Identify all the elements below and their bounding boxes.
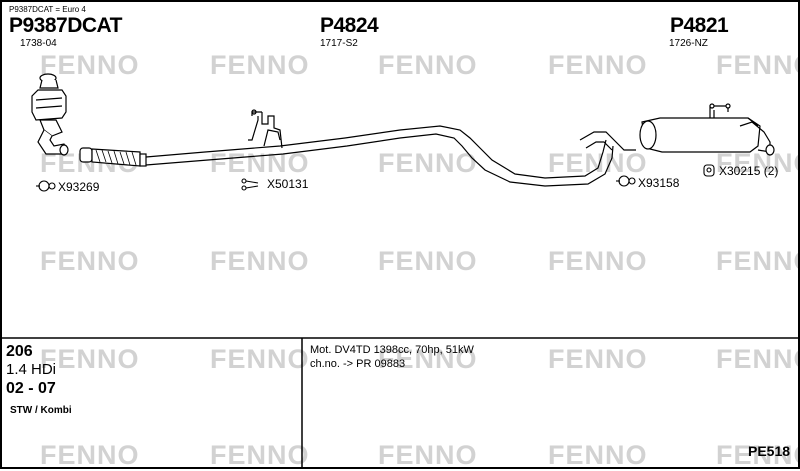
watermark-text: FENNO <box>210 50 310 80</box>
watermark-text: FENNO <box>378 344 478 374</box>
clamp-icon-3 <box>616 175 636 187</box>
part-number-2[interactable]: P4824 <box>320 14 379 37</box>
watermark-text: FENNO <box>548 50 648 80</box>
accessory-code-2[interactable]: X50131 <box>267 177 309 191</box>
vehicle-engine: 1.4 HDi <box>6 361 57 378</box>
middle-pipe <box>145 109 636 187</box>
watermark-text: FENNO <box>378 50 478 80</box>
watermark-text: FENNO <box>716 50 800 80</box>
watermark-text: FENNO <box>548 246 648 276</box>
watermark-text: FENNO <box>210 344 310 374</box>
watermark-text: FENNO <box>716 344 800 374</box>
flex-pipe <box>79 147 147 167</box>
watermark-text: FENNO <box>716 246 800 276</box>
watermark-text: FENNO <box>40 440 140 470</box>
chassis-number: ch.no. -> PR 09883 <box>310 358 406 370</box>
watermark-text: FENNO <box>716 440 800 470</box>
rear-silencer <box>639 103 775 156</box>
watermark-text: FENNO <box>548 148 648 178</box>
euro-norm-note: P9387DCAT = Euro 4 <box>9 5 86 14</box>
accessory-code-1[interactable]: X93269 <box>58 180 100 194</box>
part-number-3[interactable]: P4821 <box>670 14 729 37</box>
clamp-icon-1 <box>36 180 56 192</box>
motor-spec: Mot. DV4TD 1398cc, 70hp, 51kW <box>310 344 474 356</box>
part-sub-2: 1717-S2 <box>320 38 358 49</box>
accessory-code-3[interactable]: X93158 <box>638 176 680 190</box>
watermark-text: FENNO <box>716 148 800 178</box>
part-sub-3: 1726-NZ <box>669 38 708 49</box>
catalytic-converter <box>31 73 69 156</box>
watermark-text: FENNO <box>548 440 648 470</box>
watermark-text: FENNO <box>548 344 648 374</box>
vehicle-years: 02 - 07 <box>6 380 56 397</box>
vehicle-model: 206 <box>6 343 33 360</box>
hanger-icon-2 <box>241 178 259 191</box>
vehicle-body: STW / Kombi <box>10 405 72 416</box>
part-sub-1: 1738-04 <box>20 38 57 49</box>
part-number-1[interactable]: P9387DCAT <box>9 14 123 37</box>
watermark-text: FENNO <box>40 50 140 80</box>
watermark-text: FENNO <box>40 344 140 374</box>
watermark-text: FENNO <box>378 246 478 276</box>
accessory-code-4[interactable]: X30215 (2) <box>719 164 779 178</box>
watermark-text: FENNO <box>210 246 310 276</box>
rubber-mount-icon-4 <box>703 164 715 177</box>
watermark-text: FENNO <box>378 148 478 178</box>
watermark-text: FENNO <box>210 440 310 470</box>
watermark-text: FENNO <box>378 440 478 470</box>
watermark-text: FENNO <box>40 246 140 276</box>
diagram-code: PE518 <box>748 443 791 459</box>
